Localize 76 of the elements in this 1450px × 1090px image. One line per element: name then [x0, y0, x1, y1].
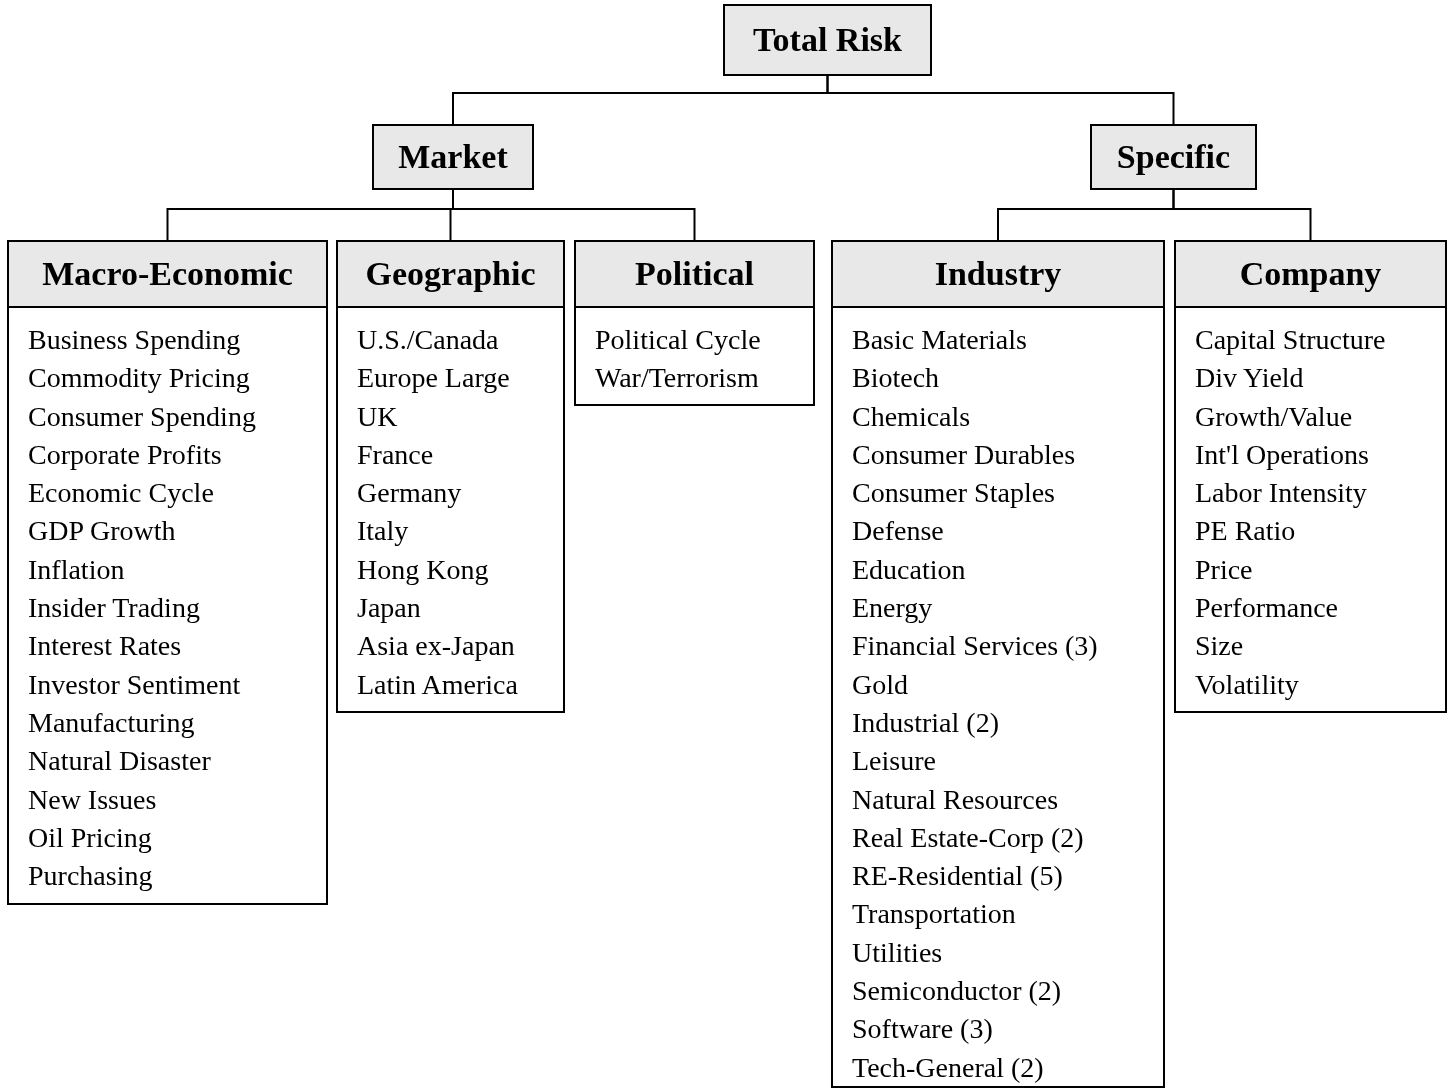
list-item: Price [1195, 552, 1253, 587]
list-item: UK [357, 399, 398, 434]
factor-list-box [831, 240, 1165, 1088]
list-item: Purchasing [28, 859, 153, 894]
list-item: New Issues [28, 782, 157, 817]
list-item: Growth/Value [1195, 399, 1353, 434]
list-heading: Political [576, 242, 813, 308]
list-heading: Macro-Economic [9, 242, 326, 308]
connector-line [826, 75, 1175, 125]
list-item: Transportation [852, 897, 1016, 932]
connector-line [1172, 189, 1312, 241]
list-item: Europe Large [357, 361, 510, 396]
category-box [723, 4, 932, 76]
list-item: Labor Intensity [1195, 476, 1367, 511]
list-item: Political Cycle [595, 323, 761, 357]
list-item: RE-Residential (5) [852, 859, 1063, 894]
list-item: Education [852, 552, 966, 587]
list-heading: Company [1176, 242, 1445, 308]
list-item: Insider Trading [28, 591, 200, 626]
list-item: Economic Cycle [28, 476, 214, 511]
box-title: Market [398, 138, 508, 176]
list-item: Div Yield [1195, 361, 1304, 396]
list-item: Manufacturing [28, 705, 195, 740]
list-item: Size [1195, 629, 1244, 664]
list-item: Chemicals [852, 399, 971, 434]
list-item: Commodity Pricing [28, 361, 250, 396]
list-item: U.S./Canada [357, 323, 499, 357]
list-item: GDP Growth [28, 514, 176, 549]
list-item: War/Terrorism [595, 361, 759, 396]
category-box [1090, 124, 1257, 190]
list-item: Semiconductor (2) [852, 974, 1062, 1009]
list-item: Consumer Durables [852, 437, 1076, 472]
list-item: Interest Rates [28, 629, 182, 664]
list-item: Natural Resources [852, 782, 1059, 817]
list-item: Tech-General (2) [852, 1050, 1044, 1085]
list-item: Asia ex-Japan [357, 629, 515, 664]
list-item: Corporate Profits [28, 437, 222, 472]
list-item: France [357, 437, 434, 472]
list-item: Basic Materials [852, 323, 1027, 357]
list-heading: Geographic [338, 242, 563, 308]
list-item: Germany [357, 476, 462, 511]
list-item: Int'l Operations [1195, 437, 1369, 472]
box-title: Specific [1116, 138, 1231, 176]
list-item: Gold [852, 667, 908, 702]
list-item: Volatility [1195, 667, 1299, 702]
list-item: Inflation [28, 552, 125, 587]
list-item: Italy [357, 514, 409, 549]
list-item: Industrial (2) [852, 705, 999, 740]
list-item: Software (3) [852, 1012, 993, 1047]
list-heading: Industry [833, 242, 1163, 308]
list-item: Leisure [852, 744, 936, 779]
list-item: Business Spending [28, 323, 241, 357]
list-item: Energy [852, 591, 933, 626]
factor-list-box [336, 240, 565, 713]
list-item: Utilities [852, 935, 943, 970]
list-item: Latin America [357, 667, 518, 702]
factor-list-box [574, 240, 815, 406]
factor-list-box [7, 240, 328, 905]
list-item: Japan [357, 591, 421, 626]
list-item: PE Ratio [1195, 514, 1296, 549]
list-item: Consumer Staples [852, 476, 1055, 511]
list-item: Real Estate-Corp (2) [852, 820, 1084, 855]
list-item: Biotech [852, 361, 940, 396]
list-item: Consumer Spending [28, 399, 256, 434]
factor-list-box [1174, 240, 1447, 713]
list-item: Natural Disaster [28, 744, 211, 779]
list-item: Defense [852, 514, 944, 549]
list-item: Performance [1195, 591, 1339, 626]
list-item: Oil Pricing [28, 820, 152, 855]
category-box [372, 124, 534, 190]
list-item: Hong Kong [357, 552, 489, 587]
list-item: Capital Structure [1195, 323, 1386, 357]
connector-line [452, 189, 696, 241]
box-title: Total Risk [753, 21, 902, 59]
list-item: Investor Sentiment [28, 667, 241, 702]
list-item: Financial Services (3) [852, 629, 1098, 664]
